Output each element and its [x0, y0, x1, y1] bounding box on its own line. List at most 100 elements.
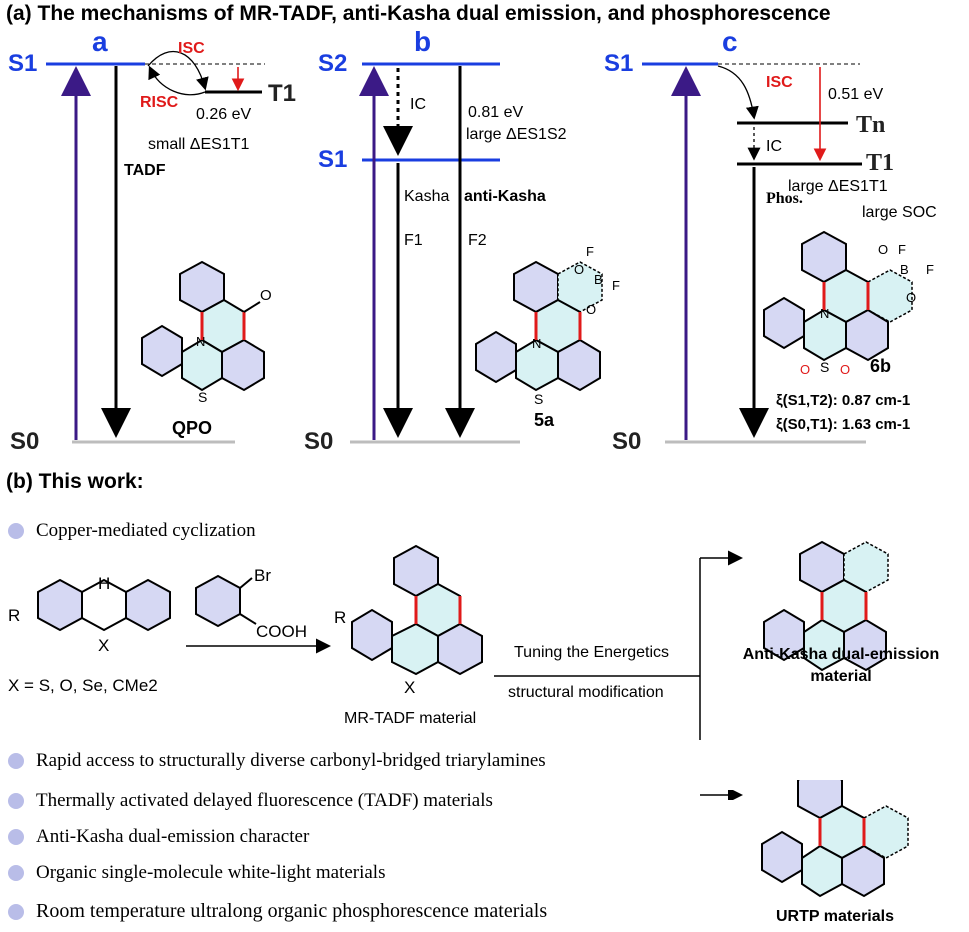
arrow-bottom-label: structural modification	[508, 684, 664, 701]
panel-c-tn-label: Tn	[856, 112, 886, 138]
svg-text:O: O	[840, 362, 850, 377]
panel-c-isc-label: ISC	[766, 74, 793, 91]
energy-diagram	[46, 50, 866, 444]
anti-kasha-product-structure	[763, 540, 889, 672]
svg-text:B: B	[900, 262, 909, 277]
bullet-item: Anti-Kasha dual-emission character	[8, 826, 309, 848]
urtp-product-label: URTP materials	[776, 908, 894, 925]
panel-b-f1-label: F1	[404, 232, 423, 249]
panel-c-molecule-label: 6b	[870, 356, 892, 376]
anti-kasha-product-label: Anti-Kasha dual-emission material	[742, 646, 940, 685]
panel-c-s1-label: S1	[604, 50, 634, 77]
reagent-structure	[195, 574, 257, 628]
panel-a-risc-curve	[148, 65, 206, 96]
panel-c-isc-curve	[717, 65, 759, 120]
svg-text:F: F	[612, 278, 620, 293]
svg-text:N: N	[532, 336, 541, 351]
svg-text:S: S	[534, 391, 543, 407]
svg-text:F: F	[586, 244, 594, 259]
svg-text:F: F	[898, 242, 906, 257]
bullet-dot-icon	[8, 903, 24, 920]
panel-c-ic-label: IC	[766, 138, 782, 155]
section-a-title: (a) The mechanisms of MR-TADF, anti-Kash…	[6, 2, 831, 25]
panel-a-gap-desc: small ΔES1T1	[148, 136, 250, 153]
svg-text:N: N	[196, 334, 205, 349]
product-label: MR-TADF material	[344, 710, 477, 727]
panel-b-letter: b	[414, 26, 432, 57]
mr-tadf-product-structure	[351, 544, 483, 676]
panel-a-isc-curve	[147, 50, 209, 91]
nh-label: H	[98, 574, 111, 593]
bullet-text: Anti-Kasha dual-emission character	[36, 826, 310, 847]
panel-b-molecule-label: 5a	[534, 410, 555, 430]
panel-a-s1-label: S1	[8, 50, 38, 77]
arrow-top-label: Tuning the Energetics	[514, 644, 670, 661]
panel-a-gap-value: 0.26 eV	[196, 106, 252, 123]
panel-c-soc-constant-2: ξ(S0,T1): 1.63 cm-1	[776, 416, 911, 433]
panel-b-kasha-label: Kasha	[404, 188, 450, 205]
product-r-label: R	[334, 608, 347, 627]
panel-b-ic-label: IC	[410, 96, 426, 113]
product-x-label: X	[404, 678, 416, 697]
bullet-item: Copper-mediated cyclization	[8, 520, 256, 542]
svg-text:F: F	[926, 262, 934, 277]
bullet-item: Thermally activated delayed fluorescence…	[8, 790, 493, 812]
qpo-structure: O N S	[141, 260, 272, 405]
reagent-br-label: Br	[254, 566, 271, 585]
bullet-dot-icon	[8, 523, 24, 539]
panel-b-gap-value: 0.81 eV	[468, 104, 524, 121]
heteroatom-x-label: X	[98, 636, 110, 655]
svg-text:S: S	[820, 359, 829, 375]
panel-b-f2-label: F2	[468, 232, 487, 249]
bullet-text: Organic single-molecule white-light mate…	[36, 862, 386, 883]
starting-material-structure	[37, 578, 171, 632]
bullet-dot-icon	[8, 865, 24, 881]
panel-b-gap-desc: large ΔES1S2	[466, 126, 567, 143]
svg-text:O: O	[260, 287, 272, 304]
panel-a-isc-label: ISC	[178, 40, 205, 57]
compound-6b-structure: O B F F O N S O O	[763, 230, 934, 377]
urtp-product-structure	[761, 780, 909, 898]
panel-a-tadf-label: TADF	[124, 162, 166, 179]
bullet-dot-icon	[8, 753, 24, 769]
svg-text:N: N	[820, 306, 829, 321]
reagent-acid-label: COOH	[256, 622, 307, 641]
bullet-text: Copper-mediated cyclization	[36, 520, 256, 541]
panel-c-soc-label: large SOC	[862, 204, 937, 221]
panel-c-phos-label: Phos.	[766, 190, 803, 207]
panel-c-soc-constant-1: ξ(S1,T2): 0.87 cm-1	[776, 392, 911, 409]
branch-arrow-bottom	[700, 790, 743, 800]
panel-c-s0-label: S0	[612, 428, 642, 455]
panel-a-molecule-label: QPO	[172, 418, 213, 438]
panel-c-letter: c	[722, 26, 738, 57]
bullet-item: Rapid access to structurally diverse car…	[8, 750, 546, 772]
svg-text:O: O	[586, 302, 596, 317]
panel-a-s0-label: S0	[10, 428, 40, 455]
substituent-r-label: R	[8, 606, 21, 625]
bullet-text: Thermally activated delayed fluorescence…	[36, 790, 493, 811]
svg-text:B: B	[594, 272, 603, 287]
panel-c-gap-value: 0.51 eV	[828, 86, 884, 103]
panel-b-s0-label: S0	[304, 428, 334, 455]
panel-a-t1-label: T1	[268, 80, 297, 107]
svg-text:O: O	[878, 242, 888, 257]
section-b-title: (b) This work:	[6, 470, 144, 493]
bullet-text: Room temperature ultralong organic phosp…	[36, 900, 548, 922]
panel-b-s2-label: S2	[318, 50, 348, 77]
bullet-item: Room temperature ultralong organic phosp…	[8, 900, 547, 923]
panel-b-anti-kasha-label: anti-Kasha	[464, 188, 546, 205]
panel-a-risc-label: RISC	[140, 94, 179, 111]
panel-c-gap-desc: large ΔES1T1	[788, 178, 888, 195]
panel-c-t1-label: T1	[866, 150, 895, 176]
reaction-scheme	[37, 540, 889, 740]
bullet-dot-icon	[8, 793, 24, 809]
svg-text:O: O	[800, 362, 810, 377]
bullet-text: Rapid access to structurally diverse car…	[36, 750, 546, 771]
scope-label: X = S, O, Se, CMe2	[8, 676, 158, 695]
svg-text:S: S	[198, 389, 207, 405]
panel-a-letter: a	[92, 26, 108, 57]
bullet-item: Organic single-molecule white-light mate…	[8, 862, 385, 884]
svg-text:O: O	[574, 262, 584, 277]
compound-5a-structure: O B F F O N S	[475, 244, 620, 407]
panel-b-s1-label: S1	[318, 146, 348, 173]
